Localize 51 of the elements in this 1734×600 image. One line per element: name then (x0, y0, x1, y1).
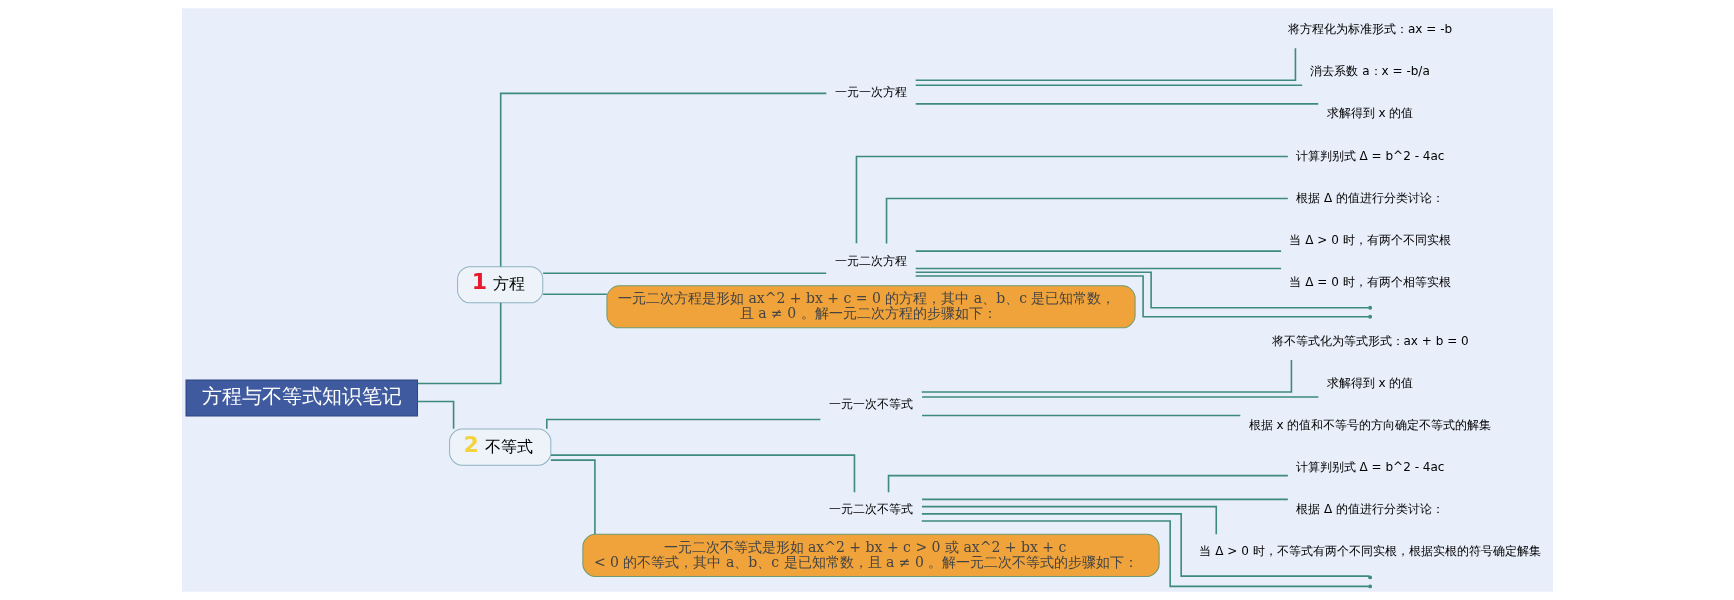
node-point (1367, 575, 1372, 580)
node-text: 一元二次方程 (834, 253, 907, 268)
node-text: 计算判别式 Δ = b^2 - 4ac (1295, 460, 1444, 475)
connector (416, 400, 454, 430)
connector (914, 250, 1282, 252)
connector (549, 454, 855, 493)
node-point (1367, 584, 1372, 589)
node-text: 当 Δ > 0 时，有两个不同实根 (1288, 232, 1451, 247)
connector (920, 396, 1319, 398)
node-text: 求解得到 x 的值 (1326, 376, 1413, 391)
node-text: 一元一次不等式 (828, 397, 913, 412)
node-box: 方程与不等式知识笔记 (185, 379, 418, 417)
connector (914, 84, 1303, 87)
node-point (1367, 305, 1372, 310)
connector (855, 155, 1289, 245)
connector (887, 474, 1289, 493)
node-text: 一元二次不等式 (828, 502, 913, 517)
connector (914, 267, 1282, 270)
node-text: 根据 x 的值和不等号的方向确定不等式的解集 (1248, 418, 1491, 433)
connector (920, 359, 1292, 393)
node-point (1367, 314, 1372, 319)
connector (545, 418, 821, 430)
connector (885, 197, 1289, 245)
connector (914, 271, 1369, 309)
connector (541, 272, 827, 275)
connector (541, 293, 608, 296)
node-box: 2 不等式 (448, 428, 551, 466)
node-text: 根据 Δ 的值进行分类讨论： (1295, 190, 1444, 205)
node-text: 求解得到 x 的值 (1326, 106, 1413, 121)
connector (416, 302, 501, 385)
node-text: 一元一次方程 (834, 85, 907, 100)
node-text: 将方程化为标准形式：ax = -b (1287, 22, 1452, 37)
connector (549, 459, 596, 535)
node-text: 根据 Δ 的值进行分类讨论： (1295, 502, 1444, 517)
node-text: 计算判别式 Δ = b^2 - 4ac (1295, 148, 1444, 163)
node-text: 当 Δ = 0 时，有两个相等实根 (1288, 274, 1451, 289)
connector (499, 92, 827, 268)
connector (914, 103, 1319, 105)
connector (920, 414, 1241, 417)
node-text: 将不等式化为等式形式：ax + b = 0 (1271, 333, 1469, 348)
connector (920, 513, 1370, 577)
node-text: 消去系数 a：x = -b/a (1309, 64, 1430, 79)
connector (914, 275, 1369, 318)
connector (920, 505, 1217, 536)
node-box: 一元二次不等式是形如 ax^2 + bx + c > 0 或 ax^2 + bx + c < 0 的不等式，其中 a、b、c 是已知常数，且 a ≠ 0 。解一元二次不等式的步骤如下： (581, 533, 1160, 577)
node-text: 当 Δ > 0 时，不等式有两个不同实根，根据实根的符号确定解集 (1198, 544, 1541, 559)
connector (920, 498, 1289, 501)
node-box: 一元二次方程是形如 ax^2 + bx + c = 0 的方程，其中 a、b、c 是已知常数，且 a ≠ 0 。解一元二次方程的步骤如下： (605, 285, 1136, 329)
node-box: 1 方程 (456, 266, 543, 304)
connector (920, 520, 1369, 588)
connector (914, 47, 1296, 82)
